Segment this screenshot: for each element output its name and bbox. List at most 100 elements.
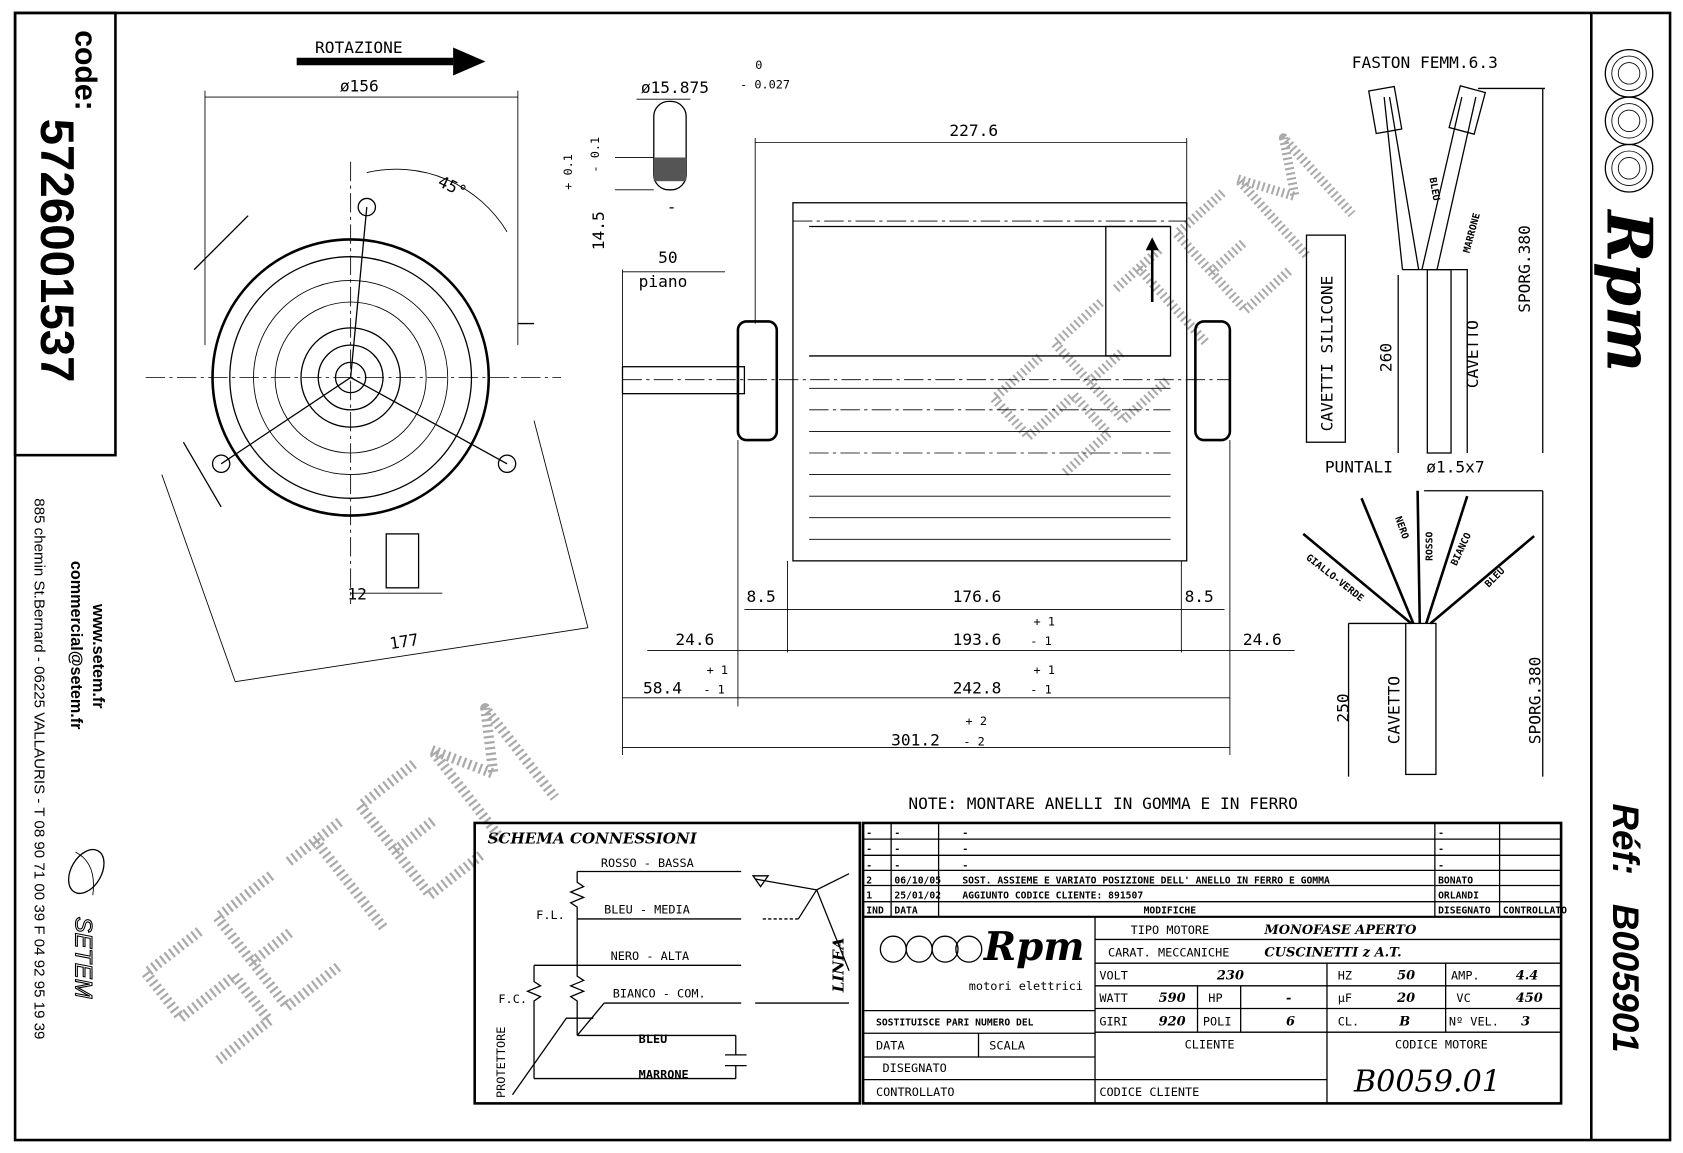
dim-width-177: 177 <box>388 630 420 653</box>
svg-text:CLIENTE: CLIENTE <box>1185 1037 1235 1051</box>
svg-text:CODICE CLIENTE: CODICE CLIENTE <box>1099 1085 1199 1099</box>
dim-242: 242.8 <box>953 679 1002 698</box>
revision-cell: - <box>866 860 872 871</box>
schema-line-label: LINEA <box>830 938 848 994</box>
svg-text:SETEM: SETEM <box>70 917 96 999</box>
wiring-puntali: PUNTALI ø1.5x7 GIALLO-VERDE NERO ROSSO B… <box>1302 457 1545 777</box>
ref-number: B005901 <box>1605 904 1646 1053</box>
poli-value: 6 <box>1286 1015 1295 1030</box>
svg-text:µF: µF <box>1338 991 1352 1005</box>
dim-width-12: 12 <box>347 585 366 604</box>
motor-type: MONOFASE APERTO <box>1263 923 1417 938</box>
cl-value: B <box>1398 1015 1410 1030</box>
svg-text:- 1: - 1 <box>1030 634 1051 648</box>
revision-cell: - <box>1438 860 1444 871</box>
dim-shaft-58: 58.4 <box>643 679 682 698</box>
revision-header: DISEGNATO <box>1438 906 1491 917</box>
revision-cell: - <box>894 860 900 871</box>
svg-text:-: - <box>667 197 677 216</box>
revision-cell: 25/01/02 <box>894 890 941 901</box>
revision-cell: - <box>1438 844 1444 855</box>
wire-label: ROSSO <box>1425 532 1436 561</box>
right-panel: Rpm Réf: B005901 <box>1590 12 1666 1141</box>
revision-cell: AGGIUNTO CODICE CLIENTE: 891507 <box>962 890 1143 901</box>
schema-fl: F.L. <box>536 908 565 922</box>
watt-value: 590 <box>1159 991 1186 1006</box>
revision-cell: - <box>894 844 900 855</box>
dim-total: 301.2 <box>891 730 940 749</box>
svg-text:VC: VC <box>1456 991 1470 1005</box>
title-logo: Rpm <box>983 925 1085 970</box>
svg-text:DATA: DATA <box>876 1038 905 1052</box>
revision-cell: 06/10/05 <box>894 875 941 886</box>
revision-cell: BONATO <box>1438 875 1473 886</box>
shaft-tol-lower: - 0.027 <box>740 77 790 91</box>
dim-angle: 45° <box>435 172 470 202</box>
svg-text:SCALA: SCALA <box>989 1038 1025 1052</box>
svg-text:DISEGNATO: DISEGNATO <box>882 1061 946 1075</box>
website: www.setem.fr <box>89 603 107 709</box>
wire-label: NERO <box>1392 515 1410 541</box>
ref-label: Réf: <box>1605 804 1646 875</box>
revision-header: CONTROLLATO <box>1503 906 1567 917</box>
dim-left-24: 24.6 <box>675 630 714 649</box>
email: commercial@setem.fr <box>67 561 85 730</box>
flat-tol-upper: + 0.1 <box>561 154 575 190</box>
shaft-tol-upper: 0 <box>755 58 762 72</box>
revision-header: DATA <box>894 906 918 917</box>
puntali-title: PUNTALI <box>1325 457 1393 476</box>
volt-value: 230 <box>1216 968 1244 983</box>
svg-text:+ 1: + 1 <box>707 663 728 677</box>
schema-line: BIANCO - COM. <box>613 987 706 1001</box>
revision-cell: SOST. ASSIEME E VARIATO POSIZIONE DELL' … <box>962 875 1330 886</box>
schema-line: NERO - ALTA <box>611 949 690 963</box>
puntali-spec: ø1.5x7 <box>1426 457 1484 476</box>
schema-title: SCHEMA CONNESSIONI <box>488 829 698 847</box>
code-label: code: <box>69 30 102 111</box>
front-view: ROTAZIONE ø156 45° 12 177 <box>145 38 589 683</box>
uf-value: 20 <box>1396 991 1415 1006</box>
wire-label: BLEU <box>1483 566 1507 590</box>
schema-line: BLEU <box>639 1032 668 1046</box>
cavetto-bottom: CAVETTO <box>1384 676 1403 744</box>
motor-code: B0059.01 <box>1353 1065 1501 1100</box>
svg-text:CL.: CL. <box>1338 1015 1359 1029</box>
length-250: 250 <box>1334 693 1353 722</box>
cavetto-top: CAVETTO <box>1463 320 1482 388</box>
silicone-box-label: CAVETTI SILICONE <box>1317 276 1336 432</box>
shaft-diameter: ø15.875 <box>641 78 709 97</box>
vel-value: 3 <box>1521 1015 1530 1030</box>
svg-text:SOSTITUISCE PARI NUMERO DEL: SOSTITUISCE PARI NUMERO DEL <box>876 1018 1034 1029</box>
hp-value: - <box>1286 991 1291 1006</box>
watermark <box>146 708 555 1062</box>
svg-text:- 2: - 2 <box>963 734 984 748</box>
sheet-border <box>13 11 1672 1142</box>
revision-cell: - <box>962 860 968 871</box>
svg-text:+ 2: + 2 <box>966 714 987 728</box>
svg-text:VOLT: VOLT <box>1099 968 1128 982</box>
setem-logo: SETEM <box>67 848 105 999</box>
revision-cell: 2 <box>866 875 872 886</box>
svg-text:- 1: - 1 <box>703 683 724 697</box>
sporg-top: SPORG.380 <box>1515 225 1534 313</box>
sporg-bottom: SPORG.380 <box>1526 657 1545 745</box>
dim-227: 227.6 <box>949 121 998 140</box>
hz-value: 50 <box>1397 968 1415 983</box>
wire-bleu: BLEU <box>1427 177 1442 202</box>
side-view: 227.6 50 piano 8.5 176.6 8.5 24.6 + 1 19… <box>621 121 1295 756</box>
rpm-logo-text: Rpm <box>1592 208 1666 372</box>
dim-diameter-156: ø156 <box>340 77 379 96</box>
faston-title: FASTON FEMM.6.3 <box>1352 53 1498 72</box>
revision-cell: - <box>1438 828 1444 839</box>
amp-value: 4.4 <box>1516 968 1539 983</box>
revision-cell: - <box>866 844 872 855</box>
svg-text:+ 1: + 1 <box>1034 615 1055 629</box>
svg-text:+ 1: + 1 <box>1034 663 1055 677</box>
product-code: 5726001537 <box>30 119 83 383</box>
schema-fc: F.C. <box>498 992 527 1006</box>
vc-value: 450 <box>1516 991 1543 1006</box>
revision-cell: - <box>894 828 900 839</box>
dim-193: 193.6 <box>953 630 1002 649</box>
